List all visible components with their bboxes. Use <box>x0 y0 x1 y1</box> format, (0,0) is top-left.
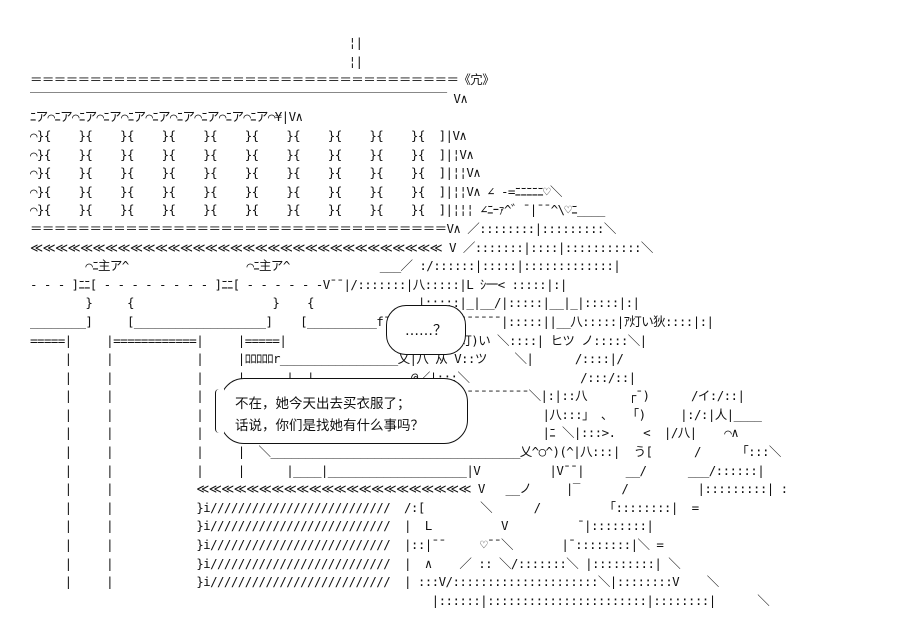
speech-line-2: 话说，你们是找她有什么事吗？ <box>235 418 424 434</box>
ascii-art-line: ⌒}{ }{ }{ }{ }{ }{ }{ }{ }{ }{ ]|¦¦V∧ ∠ … <box>30 183 562 199</box>
ascii-art-line: | | }i////////////////////////// | L V ¯… <box>64 518 654 534</box>
ascii-art-line: | | }i////////////////////////// | :::V/… <box>64 574 720 590</box>
ascii-art-line: | | | | ＼_______________________________… <box>64 444 782 460</box>
ascii-art-line: ⌒}{ }{ }{ }{ }{ }{ }{ }{ }{ }{ ]|V∧ <box>30 127 467 143</box>
ascii-art-line: } { } { |:::::|_|__/|:::::|__|_|:::::|:| <box>85 295 640 311</box>
ascii-art-line: | | | | |____|____________________|V |V¯… <box>64 462 765 478</box>
ascii-art-line: ⌒ﾆ主ア^ ⌒ﾆ主ア^ ___／ :/::::::|:::::|::::::::… <box>85 258 621 274</box>
ascii-art-line: - - - ]ﾆﾆ[ - - - - - - - - ]ﾆﾆ[ - - - - … <box>30 276 567 292</box>
ascii-art: ¦| ¦| ＝＝＝＝＝＝＝＝＝＝＝＝＝＝＝＝＝＝＝＝＝＝＝＝＝＝＝＝＝＝＝＝＝＝… <box>30 34 788 610</box>
ascii-art-line: ≪≪≪≪≪≪≪≪≪≪≪≪≪≪≪≪≪≪≪≪≪≪≪≪≪≪≪≪≪≪≪≪≪ V ／:::… <box>30 239 653 255</box>
ascii-art-line: ⌒}{ }{ }{ }{ }{ }{ }{ }{ }{ }{ ]|¦¦¦ ∠ﾆｰ… <box>30 202 605 218</box>
speech-bubble-large: 不在，她今天出去买衣服了； 话说，你们是找她有什么事吗？ <box>215 378 468 444</box>
ascii-art-line: | | }i////////////////////////// /:[ ＼ /… <box>64 499 700 515</box>
ascii-art-line: ________] [___________________] [_______… <box>30 313 714 329</box>
ascii-art-line: ¦| <box>348 35 363 50</box>
ascii-art-line: | | | |ﾛﾛﾛﾛﾛr_________________乂|八 从 V::ツ… <box>64 351 624 367</box>
speech-bubble-small: ……？ <box>386 305 466 355</box>
ascii-art-line: | | ≪≪≪≪≪≪≪≪≪≪≪≪≪≪≪≪≪≪≪≪≪≪ V __ノ |‾ / |:… <box>64 481 789 497</box>
speech-line-1: 不在，她今天出去买衣服了； <box>235 396 411 412</box>
ascii-art-line: ＝＝＝＝＝＝＝＝＝＝＝＝＝＝＝＝＝＝＝＝＝＝＝＝＝＝＝＝＝＝＝＝＝＝＝＝《宂》 <box>30 72 495 88</box>
ascii-art-line: | | }i////////////////////////// | ∧ ／ :… <box>64 555 681 571</box>
ascii-art-line: ＝＝＝＝＝＝＝＝＝＝＝＝＝＝＝＝＝＝＝＝＝＝＝＝＝＝＝＝＝＝＝＝＝＝＝V∧ ／:… <box>30 220 616 236</box>
ascii-art-line: ⌒}{ }{ }{ }{ }{ }{ }{ }{ }{ }{ ]|¦¦V∧ <box>30 165 481 181</box>
ascii-art-line: =====| |============| |=====| |::|::::灯)… <box>30 332 647 348</box>
ascii-art-line: ￣￣￣￣￣￣￣￣￣￣￣￣￣￣￣￣￣￣￣￣￣￣￣￣￣￣￣￣￣￣￣￣￣￣￣ V∧ <box>30 90 468 106</box>
speech-bubble-small-text: ……？ <box>405 323 447 339</box>
ascii-art-line: ⌒}{ }{ }{ }{ }{ }{ }{ }{ }{ }{ ]|¦V∧ <box>30 146 474 162</box>
ascii-art-line: |::::::|:::::::::::::::::::::::|::::::::… <box>431 592 770 608</box>
ascii-art-line: ﾆア⌒ﾆア⌒ﾆア⌒ﾆア⌒ﾆア⌒ﾆア⌒ﾆア⌒ﾆア⌒ﾆア⌒ﾆア⌒¥|V∧ <box>30 109 303 125</box>
ascii-art-line: ¦| <box>348 53 363 69</box>
ascii-art-line: | | }i////////////////////////// |::|¯¯ … <box>64 537 664 553</box>
